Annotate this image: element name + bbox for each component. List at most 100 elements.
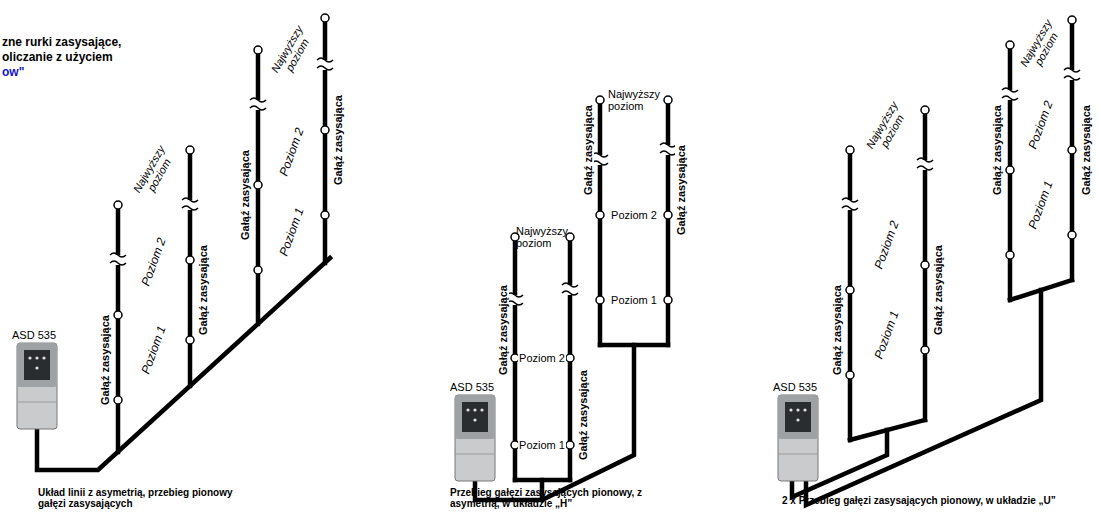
break-mark [1064, 68, 1080, 72]
level-label: Najwyższy poziom [267, 20, 318, 84]
break-mark [842, 198, 858, 202]
led [473, 409, 476, 412]
break-mark [562, 291, 578, 295]
suction-pipe [850, 420, 925, 440]
housing-top [778, 395, 818, 439]
housing-body [455, 395, 495, 481]
break-mark [250, 106, 266, 110]
detector-unit: ASD 535 [773, 380, 819, 482]
sampling-hole [1068, 231, 1076, 239]
housing-seam [17, 402, 57, 403]
led [473, 419, 476, 422]
level-label: Poziom 2 [872, 218, 902, 271]
sampling-hole [254, 181, 262, 189]
break-mark [1002, 88, 1018, 92]
break-mark [917, 166, 933, 170]
sampling-hole [596, 96, 604, 104]
level-label: Poziom 1 [277, 205, 307, 258]
sampling-hole [846, 146, 854, 154]
break-mark [317, 66, 333, 70]
sampling-hole [1006, 251, 1014, 259]
branch-label: Gałąź zasysająca [831, 284, 843, 376]
led [789, 409, 792, 412]
led [35, 357, 38, 360]
suction-pipe [666, 100, 671, 345]
sampling-hole [186, 146, 194, 154]
branch-label: Gałąź zasysająca [99, 314, 111, 406]
branch-label: Gałąź zasysająca [932, 244, 944, 336]
sampling-hole [596, 296, 604, 304]
led [803, 409, 806, 412]
break-mark [507, 293, 523, 297]
sampling-hole [566, 441, 574, 449]
sampling-hole [921, 106, 929, 114]
branch-label: Gałąź zasysająca [577, 369, 589, 461]
suction-pipe [116, 205, 121, 452]
branch-label: Gałąź zasysająca [497, 284, 509, 376]
detector-unit: ASD 535 [12, 328, 58, 430]
break-mark [842, 206, 858, 210]
break-mark [660, 143, 676, 147]
device-name: ASD 535 [773, 380, 819, 394]
branch-label: Gałąź zasysająca [675, 144, 687, 236]
sampling-hole [664, 211, 672, 219]
break-mark [110, 253, 126, 257]
break-mark [1002, 96, 1018, 100]
sampling-hole [114, 396, 122, 404]
suction-pipe [188, 150, 193, 386]
caption-text: Przebieg gałęzi zasysających pionowy, z … [450, 487, 690, 509]
break-mark [592, 161, 608, 165]
sampling-hole [846, 286, 854, 294]
level-label: Najwyższy poziom [607, 88, 661, 112]
level-label: Poziom 2 [277, 125, 307, 178]
sampling-hole [186, 256, 194, 264]
suction-pipe [515, 478, 570, 483]
sampling-hole [664, 296, 672, 304]
sampling-hole [186, 336, 194, 344]
sampling-hole [321, 126, 329, 134]
sampling-hole [321, 211, 329, 219]
sampling-hole [321, 14, 329, 22]
branch-label: Gałąź zasysająca [1080, 104, 1092, 196]
level-label: Poziom 1 [610, 294, 658, 306]
display-panel [462, 402, 488, 432]
suction-pipe [37, 258, 330, 470]
branch-label: Gałąź zasysająca [582, 104, 594, 196]
level-label: Najwyższy poziom [1016, 14, 1067, 78]
detector-housing [775, 394, 819, 482]
led [796, 419, 799, 422]
display-panel [785, 402, 811, 432]
level-label: Poziom 2 [1026, 98, 1056, 151]
heading-fragment: oliczanie z użyciem [2, 51, 113, 64]
led [480, 409, 483, 412]
caption-text: 2 x Przebieg gałęzi zasysających pionowy… [782, 495, 1056, 506]
break-mark [1064, 76, 1080, 80]
housing-body [17, 343, 57, 429]
detector-unit: ASD 535 [450, 380, 496, 482]
sampling-hole [846, 371, 854, 379]
break-mark [182, 206, 198, 210]
level-label: Poziom 1 [1026, 178, 1056, 231]
sampling-hole [664, 96, 672, 104]
level-label: Najwyższy poziom [862, 96, 913, 160]
level-label: Najwyższy poziom [515, 225, 569, 249]
heading-fragment: zne rurki zasysające, [2, 36, 121, 49]
led [28, 357, 31, 360]
break-mark [507, 301, 523, 305]
branch-label: Gałąź zasysająca [991, 104, 1003, 196]
suction-pipe [542, 345, 634, 500]
break-mark [660, 151, 676, 155]
break-mark [917, 158, 933, 162]
branch-label: Gałąź zasysająca [332, 94, 344, 186]
level-label: Najwyższy poziom [129, 140, 180, 204]
suction-pipe [848, 150, 853, 440]
level-label: Poziom 2 [610, 209, 658, 221]
led [42, 357, 45, 360]
break-mark [250, 98, 266, 102]
branch-label: Gałąź zasysająca [197, 244, 209, 336]
device-name: ASD 535 [450, 380, 496, 394]
sampling-hole [114, 311, 122, 319]
branch-label: Gałąź zasysająca [239, 149, 251, 241]
detector-housing [14, 342, 58, 430]
display-panel [24, 350, 50, 380]
